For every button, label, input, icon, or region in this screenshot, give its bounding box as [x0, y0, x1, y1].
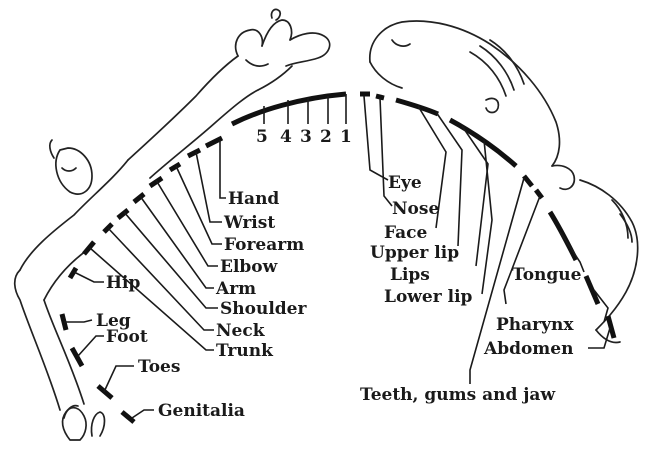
- seg-wrist: [188, 150, 200, 156]
- label-elbow: Elbow: [220, 257, 278, 277]
- label-genitalia: Genitalia: [158, 401, 245, 421]
- label-forearm: Forearm: [224, 235, 304, 255]
- digit-4: 4: [280, 127, 292, 147]
- label-trunk: Trunk: [216, 341, 274, 361]
- seg-forearm: [170, 164, 180, 170]
- seg-teeth: [524, 176, 532, 186]
- label-nose: Nose: [392, 199, 439, 219]
- seg-nose: [376, 96, 384, 98]
- label-eye: Eye: [388, 173, 422, 193]
- label-wrist: Wrist: [223, 213, 275, 233]
- label-toes: Toes: [138, 357, 180, 377]
- seg-trunk: [84, 242, 94, 254]
- seg-fingers: [232, 94, 346, 124]
- label-hand: Hand: [228, 189, 279, 209]
- digit-2: 2: [320, 127, 332, 147]
- digit-1: 1: [340, 127, 352, 147]
- seg-abdomen: [608, 316, 614, 338]
- seg-lips: [450, 120, 516, 166]
- label-arm: Arm: [215, 279, 256, 299]
- seg-face: [396, 100, 438, 114]
- label-upper-lip: Upper lip: [370, 243, 459, 263]
- label-shoulder: Shoulder: [220, 299, 307, 319]
- label-teeth-gums-jaw: Teeth, gums and jaw: [360, 385, 555, 405]
- label-foot: Foot: [106, 327, 148, 347]
- digit-3: 3: [300, 127, 312, 147]
- seg-toes: [98, 386, 112, 398]
- seg-pharynx: [586, 276, 598, 304]
- label-neck: Neck: [216, 321, 266, 341]
- label-face: Face: [384, 223, 428, 243]
- label-lower-lip: Lower lip: [384, 287, 473, 307]
- label-abdomen: Abdomen: [483, 339, 573, 359]
- label-pharynx: Pharynx: [496, 315, 574, 335]
- seg-foot: [72, 348, 82, 366]
- digit-5: 5: [256, 127, 268, 147]
- label-hip: Hip: [106, 273, 141, 293]
- label-lips: Lips: [390, 265, 430, 285]
- label-tongue: Tongue: [512, 265, 582, 285]
- seg-elbow: [150, 178, 162, 186]
